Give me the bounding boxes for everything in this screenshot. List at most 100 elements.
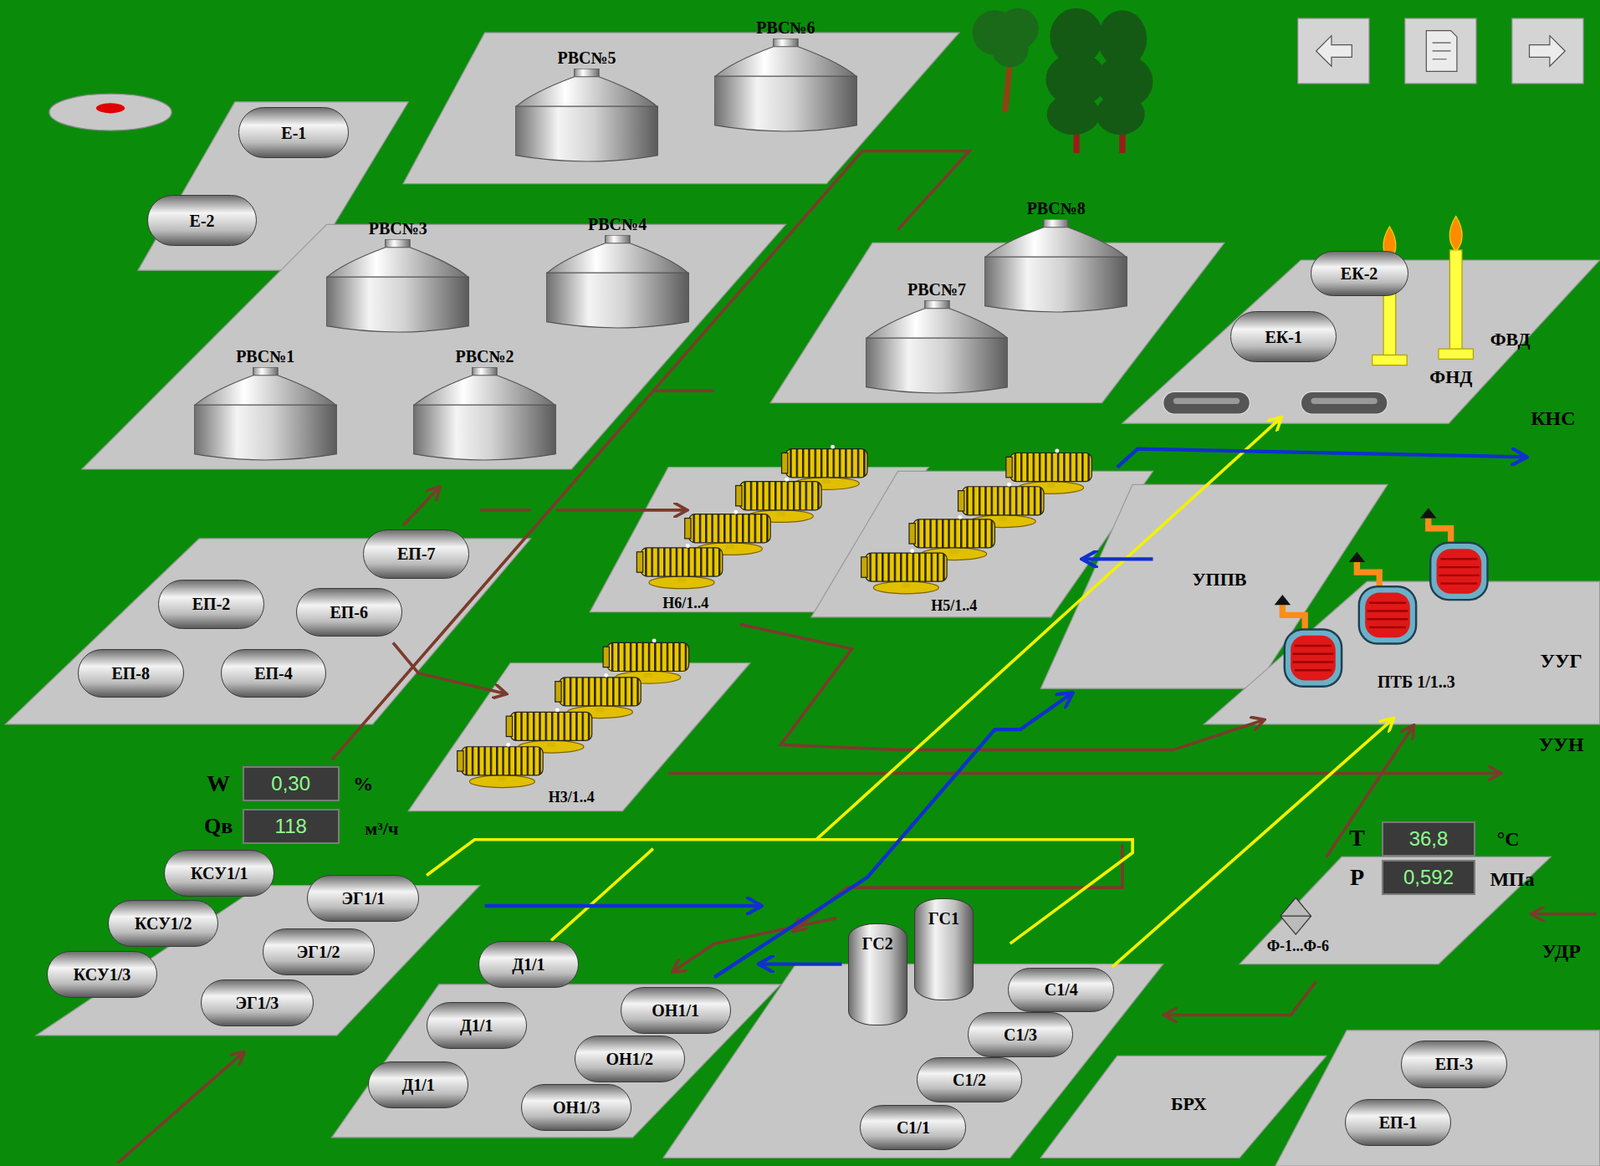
vessel-label: С1/4 [1044, 980, 1079, 999]
water-pipes [714, 693, 1072, 977]
nav-buttons [1512, 18, 1584, 84]
plant-label: ФВД [1490, 329, 1531, 350]
vessel: С1/1 [859, 1104, 967, 1151]
storage-tank: РВС№3 [326, 219, 470, 337]
vessel: ЕП-8 [77, 649, 185, 699]
value-display: 0,30 [242, 766, 340, 801]
trees [1005, 61, 1011, 113]
vessel-label: ЕП-2 [192, 594, 231, 614]
vessel-label: ОН1/3 [552, 1098, 601, 1117]
platforms [1275, 1030, 1600, 1166]
oil-pipes [332, 151, 970, 761]
vessel-label: ЕП-1 [1379, 1113, 1418, 1132]
flare-stacks [1372, 354, 1407, 365]
value-display: 36,8 [1381, 821, 1476, 856]
tank-symbol [865, 300, 1009, 398]
oil-pipes [1165, 981, 1317, 1015]
platforms [1040, 1055, 1326, 1158]
plant-label: ПТБ 1/1..3 [1377, 672, 1456, 691]
heater-group [1420, 507, 1488, 600]
tank-label: РВС№2 [454, 347, 514, 366]
tank-symbol [515, 68, 659, 166]
nav-buttons [1432, 42, 1452, 60]
value-readout: 0,592 [1403, 866, 1454, 889]
vessel-label: С1/1 [896, 1118, 931, 1137]
dish-symbol [49, 93, 172, 131]
water-pipes [1083, 557, 1154, 561]
vessel-label: Д1/1 [460, 1016, 493, 1035]
oil-pipes [117, 151, 1597, 1164]
heater-group [1274, 594, 1342, 687]
pump-group [506, 707, 592, 753]
pump-group [457, 742, 543, 788]
heater-group [1349, 552, 1416, 645]
tank-roof [515, 76, 659, 108]
oil-pipes [653, 388, 715, 393]
tank-roof [714, 46, 858, 78]
vessel-label: ЕК-2 [1340, 264, 1379, 283]
vessel: С1/2 [916, 1057, 1023, 1103]
platforms [403, 32, 960, 185]
vessel: ЭГ1/2 [262, 928, 375, 976]
vessel-label: ЕП-8 [111, 664, 150, 683]
pump-group [603, 638, 689, 684]
storage-tank: РВС№6 [714, 18, 858, 136]
filter-symbol [1280, 897, 1312, 935]
storage-tank: РВС№7 [865, 280, 1009, 398]
vessel-label: Д1/1 [402, 1075, 435, 1094]
pump-group [861, 548, 947, 594]
vessel: С1/4 [1007, 967, 1115, 1013]
tank-shell [865, 337, 1009, 394]
gas-pipes [551, 848, 654, 941]
vessel: Е-1 [238, 107, 349, 159]
vessel: ЕП-2 [158, 579, 265, 629]
vessel-label: Е-1 [281, 123, 307, 143]
small-vessels [1311, 398, 1378, 404]
tank-symbol [546, 235, 690, 333]
tank-roof [194, 374, 338, 406]
plant-label: УДР [1541, 940, 1580, 962]
platforms [1239, 856, 1551, 964]
nav-buttons [1298, 18, 1584, 84]
filter-symbol [1280, 915, 1312, 917]
trees [991, 30, 1029, 68]
vessel-label: ГС1 [928, 909, 960, 928]
small-vessels [1163, 391, 1251, 415]
vessel-label: КСУ1/2 [134, 914, 192, 933]
vessel-label: ЕП-6 [329, 603, 369, 622]
vessel-label: ЭГ1/1 [341, 889, 385, 908]
vessel: ЕП-4 [220, 649, 328, 699]
dish-symbol [96, 102, 125, 113]
plant-label: Н5/1..4 [930, 598, 977, 615]
vessel: КСУ1/1 [163, 849, 275, 897]
tank-symbol [413, 367, 557, 465]
nav-buttons [1426, 30, 1457, 72]
tank-label: РВС№4 [587, 214, 647, 234]
plant-label: T [1349, 825, 1365, 852]
vessel: ЕК-1 [1230, 311, 1337, 363]
nav-buttons [1529, 35, 1566, 67]
small-vessels [1163, 391, 1388, 415]
vessel-label: ЕК-1 [1265, 327, 1304, 347]
tank-shell [515, 106, 659, 162]
plant-label: W [206, 771, 231, 798]
trees [972, 8, 1154, 154]
vessel-label: ЕП-4 [254, 664, 293, 683]
trees [1095, 93, 1146, 135]
vessel: ЭГ1/1 [306, 874, 420, 922]
oil-pipes [793, 844, 1123, 931]
vessel-label: ЕП-3 [1435, 1054, 1474, 1074]
vessel-label: Д1/1 [511, 955, 545, 974]
plant-label: УУГ [1539, 649, 1583, 672]
vessel: Д1/1 [426, 1001, 527, 1049]
flare-stacks [1449, 216, 1462, 251]
vessel-label: ОН1/2 [605, 1049, 654, 1069]
unit-area: УППВ [1188, 567, 1250, 592]
nav-buttons [1298, 18, 1370, 84]
plant-label: Qв [204, 814, 233, 839]
vessel: ЕП-3 [1400, 1040, 1508, 1088]
heater-group [1274, 507, 1488, 686]
value-display: 118 [242, 808, 340, 844]
vessel: ОН1/1 [620, 986, 731, 1034]
vessel: С1/3 [967, 1012, 1074, 1058]
